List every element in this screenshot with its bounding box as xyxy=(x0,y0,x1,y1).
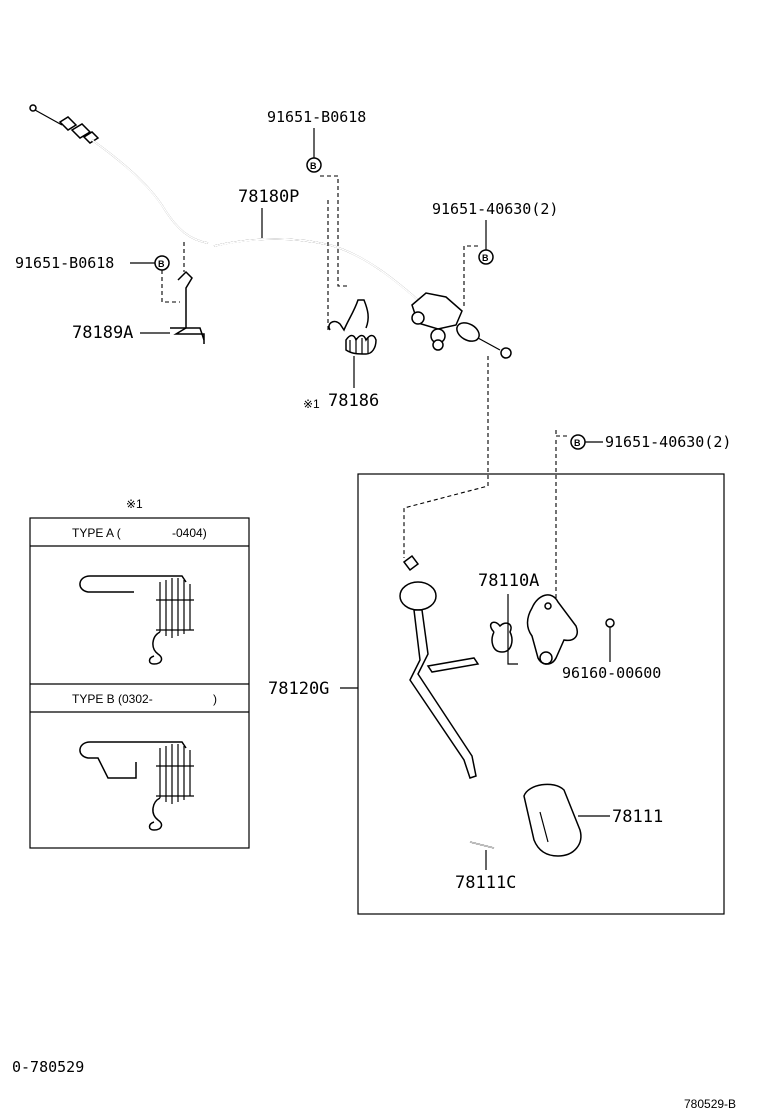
return-spring-drawing xyxy=(328,299,377,355)
part-label-bolt-pedal: 91651-40630(2) xyxy=(605,433,731,451)
cable-bracket-drawing xyxy=(170,270,205,344)
svg-text:B: B xyxy=(158,259,165,269)
bolt-marker-b-icon xyxy=(478,249,494,265)
accelerator-cable xyxy=(29,104,512,359)
pedal-arm-drawing xyxy=(399,554,480,779)
part-label-bolt-right: 91651-40630(2) xyxy=(432,200,558,218)
part-label-bracket: 78189A xyxy=(72,323,133,343)
svg-text:B: B xyxy=(574,438,581,448)
spring-type-inset xyxy=(29,517,250,849)
part-label-pedal-arm: 78120G xyxy=(268,679,329,699)
part-label-cable: 78180P xyxy=(238,187,299,207)
footer-right-code: 780529-B xyxy=(684,1097,736,1111)
bolt-marker-b-icon xyxy=(306,157,322,173)
spring-type-b-drawing xyxy=(79,741,194,831)
part-label-washer: 96160-00600 xyxy=(562,664,661,682)
part-label-spring: 78186 xyxy=(328,391,379,411)
part-label-bolt-top: 91651-B0618 xyxy=(267,108,366,126)
pedal-bracket-drawing xyxy=(489,594,615,665)
part-label-pedal-bracket: 78110A xyxy=(478,571,539,591)
spring-type-a-drawing xyxy=(79,575,194,665)
pedal-assembly-box xyxy=(357,473,725,915)
type-b-range-end: ) xyxy=(213,692,217,706)
part-label-pedal-pad: 78111 xyxy=(612,807,663,827)
svg-text:B: B xyxy=(310,161,317,171)
part-label-bolt-left: 91651-B0618 xyxy=(15,254,114,272)
footer-left-code: 0-780529 xyxy=(12,1058,84,1076)
type-a-range-end: -0404) xyxy=(172,526,207,540)
type-b-label: TYPE B (0302- xyxy=(72,692,153,706)
pedal-pad-drawing xyxy=(523,783,582,857)
type-a-label: TYPE A ( xyxy=(72,526,121,540)
inset-note-header: ※1 xyxy=(126,497,143,511)
svg-text:B: B xyxy=(482,253,489,263)
note-ref-mark: ※1 xyxy=(303,397,320,411)
part-label-pin: 78111C xyxy=(455,873,516,893)
